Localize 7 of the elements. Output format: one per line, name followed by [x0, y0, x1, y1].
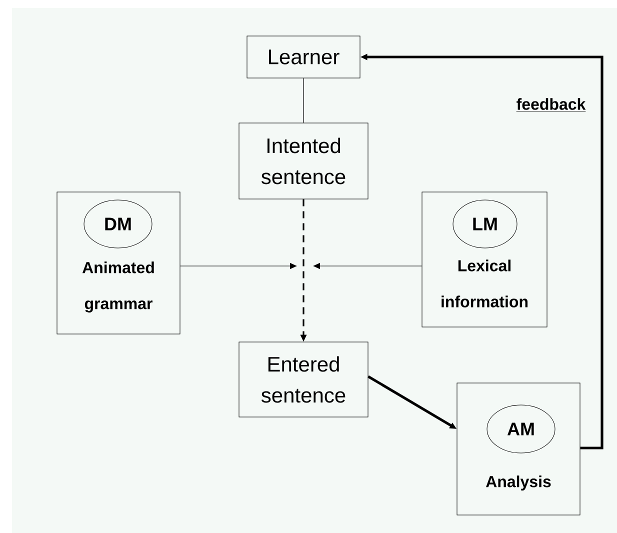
module-oval: DM — [84, 200, 152, 248]
edge-label: feedback — [516, 98, 586, 112]
sentence-box: Learner — [246, 36, 360, 78]
module-oval: AM — [486, 404, 556, 454]
module-oval: LM — [452, 200, 518, 248]
sentence-box: Intented sentence — [238, 122, 368, 200]
sentence-box: Entered sentence — [238, 342, 368, 418]
